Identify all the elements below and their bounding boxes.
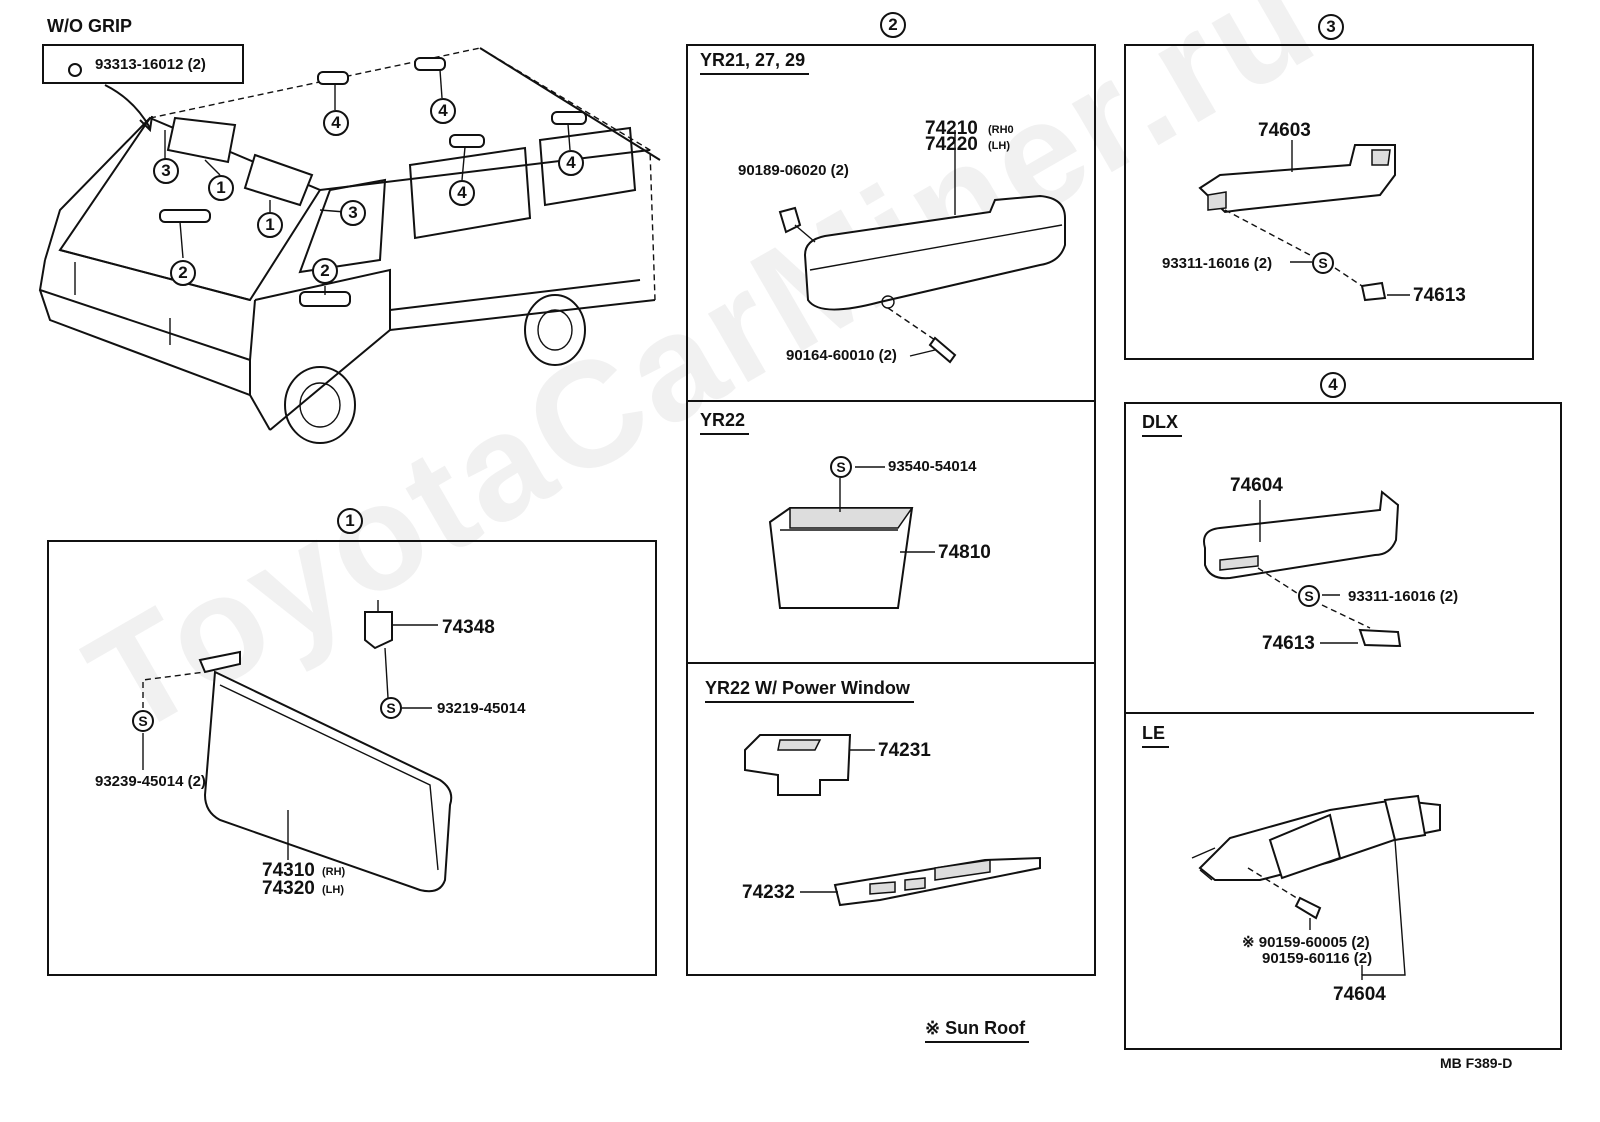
part-90159-60005: ※ 90159-60005 (2) [1242,934,1370,951]
part-74604-b: 74604 [1333,984,1386,1005]
part-90164-60010: 90164-60010 (2) [786,347,897,364]
part-74320-tag: (LH) [322,884,344,896]
part-93311-16016-a: 93311-16016 (2) [1162,255,1273,272]
wo-grip-part: 93313-16012 (2) [95,56,206,73]
sun-roof-footnote: ※ Sun Roof [925,1018,1030,1043]
part-90189-06020: 90189-06020 (2) [738,162,849,179]
part-93311-16016-b: 93311-16016 (2) [1348,588,1459,605]
screw-symbol-s3: S [1312,252,1334,274]
van-callout-4d: 4 [558,150,584,176]
van-callout-4b: 4 [430,98,456,124]
section1-frame [47,540,657,976]
van-callout-3a: 3 [153,158,179,184]
assist-grip-drawing [778,130,1066,364]
van-illustration [38,47,661,444]
part-74220: 74220 [925,134,978,155]
coin-pocket-drawing [768,466,935,609]
wo-grip-label: W/O GRIP [47,16,132,36]
van-callout-2a: 2 [170,260,196,286]
part-93239-45014: 93239-45014 (2) [95,773,206,790]
dlx-grip-drawing [1203,490,1402,648]
section2-frame [686,44,1096,976]
part-74320: 74320 [262,878,315,899]
section4-frame [1124,402,1562,1050]
section2-divider-b [686,662,1096,664]
part-74232: 74232 [742,882,795,903]
wo-grip-box [42,44,244,84]
screw-symbol-s4: S [1298,585,1320,607]
section3-number: 3 [1318,14,1344,40]
section2-number: 2 [880,12,906,38]
part-90159-60116: 90159-60116 (2) [1262,950,1373,967]
sun-visor-drawing [142,600,453,893]
part-74310: 74310 [262,860,315,881]
part-74603: 74603 [1258,120,1311,141]
group-yr21-title: YR21, 27, 29 [700,50,810,75]
screw-symbol-s1a: S [380,697,402,719]
part-74348: 74348 [442,617,495,638]
section3-frame [1124,44,1534,360]
group-yr22-title: YR22 [700,410,750,435]
group-dlx-title: DLX [1142,412,1182,437]
van-callout-2b: 2 [312,258,338,284]
le-grip-drawing [1191,794,1441,980]
van-callout-3b: 3 [340,200,366,226]
part-93540-54014: 93540-54014 [888,458,977,475]
van-callout-1a: 1 [208,175,234,201]
part-93219-45014: 93219-45014 [437,700,526,717]
group-le-title: LE [1142,723,1170,748]
part-74220-tag: (LH) [988,140,1010,152]
section3-grip-drawing [1198,140,1410,302]
van-callout-1b: 1 [257,212,283,238]
part-74613-b: 74613 [1262,633,1315,654]
part-74310-tag: (RH) [322,866,346,878]
section1-number: 1 [337,508,363,534]
section4-divider [1124,712,1534,714]
section2-divider-a [686,400,1096,402]
van-callout-4c: 4 [449,180,475,206]
section4-number: 4 [1320,372,1346,398]
part-74613-a: 74613 [1413,285,1466,306]
screw-symbol-s2: S [830,456,852,478]
part-74210-tag: (RH0 [988,124,1014,136]
part-74210: 74210 [925,118,978,139]
part-74810: 74810 [938,542,991,563]
part-74604-a: 74604 [1230,475,1283,496]
power-window-switch-drawing [744,734,1041,907]
group-yr22-pw-title: YR22 W/ Power Window [705,678,914,703]
screw-symbol-s1b: S [132,710,154,732]
figure-code: MB F389-D [1440,1055,1513,1071]
van-callout-4a: 4 [323,110,349,136]
part-74231: 74231 [878,740,931,761]
